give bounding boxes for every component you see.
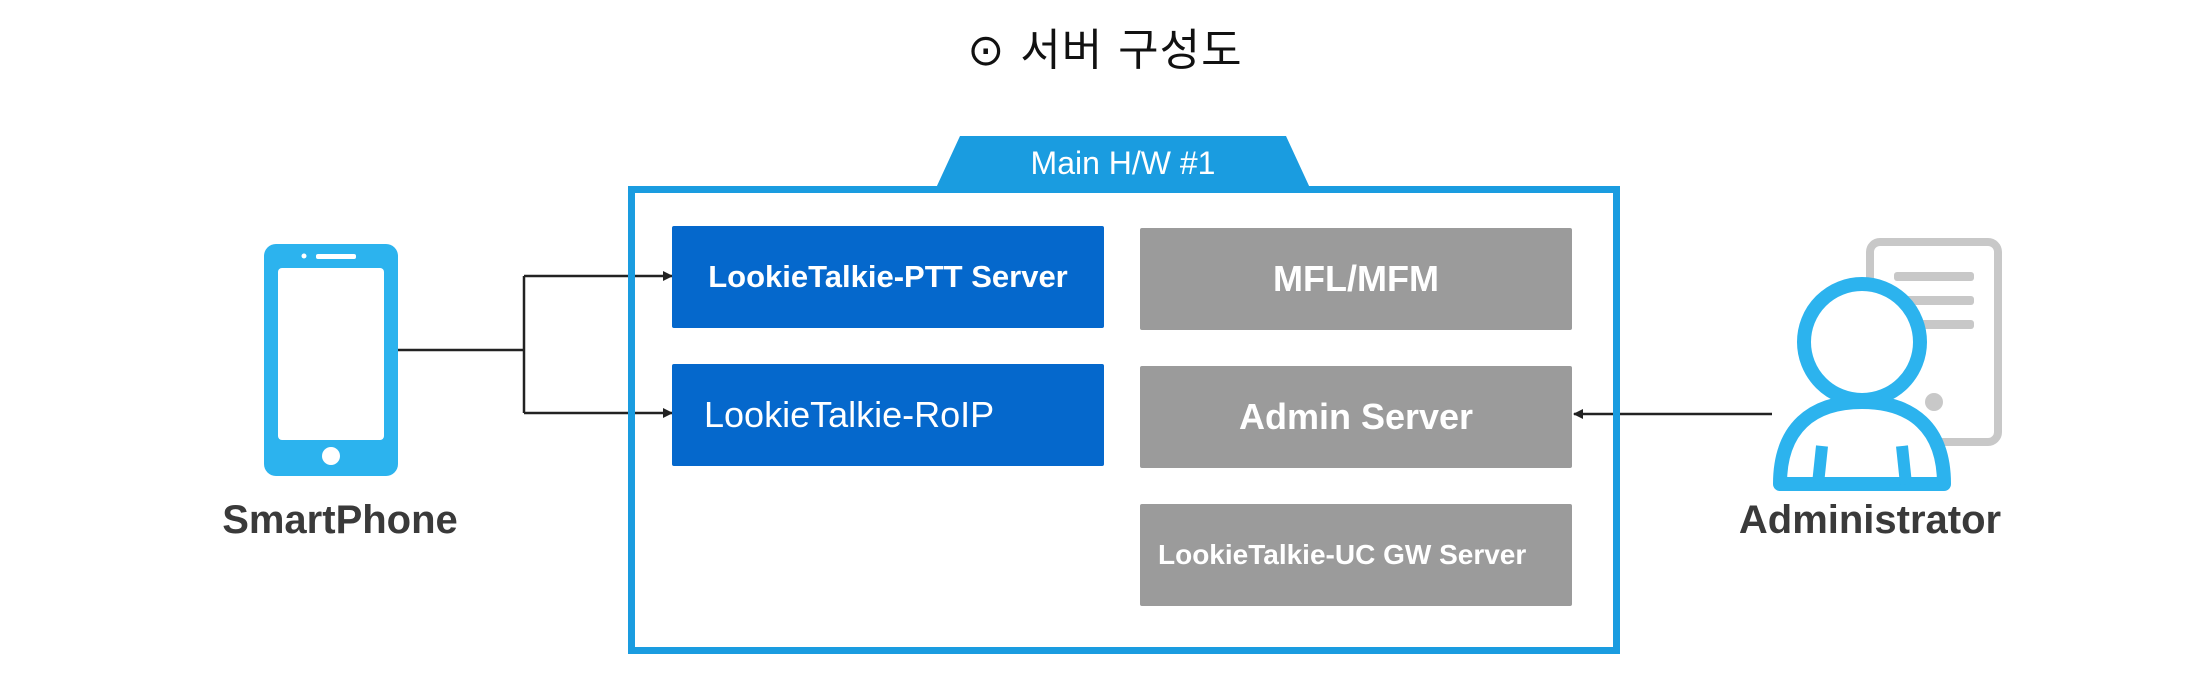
ptt-server-box: LookieTalkie-PTT Server [672,226,1104,328]
administrator-label: Administrator [1738,498,2002,542]
main-hw-tab [936,136,1310,188]
uc-gw-server-box: LookieTalkie-UC GW Server [1140,504,1572,606]
admin-server-box: Admin Server [1140,366,1572,468]
roip-box: LookieTalkie-RoIP [672,364,1104,466]
page-title: ⊙ 서버 구성도 [967,25,1243,76]
mfl-mfm-box: MFL/MFM [1140,228,1572,330]
main-hw-label: Main H/W #1 [1030,145,1216,181]
smartphone-label: SmartPhone [222,498,458,542]
main-hw-container [628,186,1620,654]
